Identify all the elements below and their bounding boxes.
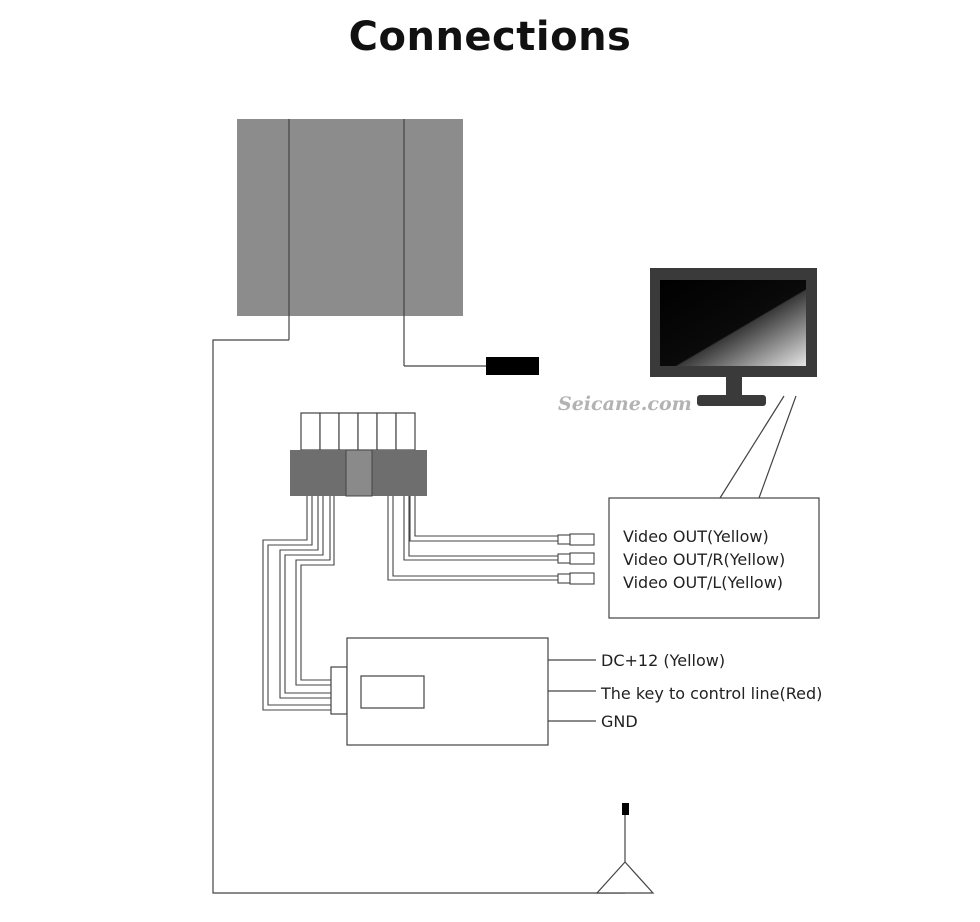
power-label-gnd: GND [601,712,638,731]
power-lines [548,659,596,722]
watermark: Seicane.com [558,393,692,415]
video-label-3: Video OUT/L(Yellow) [623,573,783,592]
page-title: Connections [348,14,632,60]
connector-pins [300,412,416,451]
connector-center-key [345,449,373,497]
antenna-wire [212,339,625,894]
callout-line-right [758,395,797,499]
black-plug [486,357,539,375]
callout-line-left [719,395,785,499]
control-wires [262,496,335,711]
rca-plugs [557,533,595,585]
antenna-icon [595,803,655,894]
control-box-window [360,675,425,709]
video-output-wires [387,496,558,581]
video-label-1: Video OUT(Yellow) [623,527,769,546]
video-label-2: Video OUT/R(Yellow) [623,550,785,569]
head-unit-panel [237,119,463,316]
monitor-icon [650,268,817,406]
video-label-box [608,497,820,619]
control-box-plug [330,666,348,715]
power-label-key-control: The key to control line(Red) [600,684,822,703]
power-label-dc12: DC+12 (Yellow) [601,651,725,670]
